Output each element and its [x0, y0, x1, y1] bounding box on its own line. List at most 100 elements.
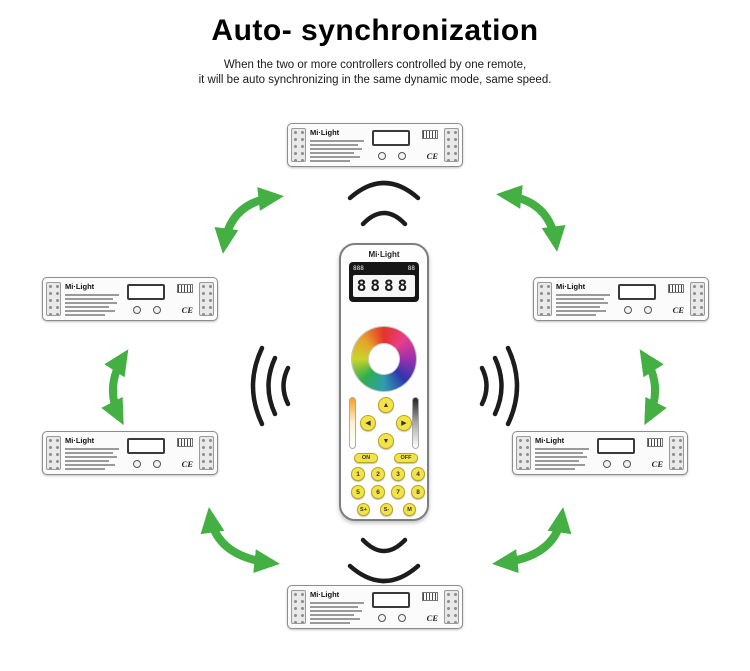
controller-brand-logo: Mi·Light: [310, 128, 340, 137]
arrow-left-icon: ◀: [365, 419, 371, 427]
controller-display-window: [372, 592, 410, 608]
arrow-right-icon: ▶: [401, 419, 407, 427]
controller-certification-marks: [177, 438, 193, 447]
signal-waves-left: [250, 345, 291, 427]
remote-brand-logo: Mi·Light: [368, 250, 400, 259]
arrow-right-button: ▶: [396, 415, 412, 431]
controller-spec-text: [310, 602, 366, 626]
controller-right-lower: Mi·Light CE: [512, 431, 688, 475]
ce-mark: CE: [426, 151, 438, 161]
led-controller-body: Mi·Light CE: [287, 123, 463, 167]
mode-button: M: [403, 503, 416, 516]
zone-button-6: 6: [371, 485, 385, 499]
lcd-digits: 8888: [353, 275, 415, 297]
controller-brand-logo: Mi·Light: [310, 590, 340, 599]
controller-certification-marks: [177, 284, 193, 293]
lcd-status-row: 888 88: [353, 265, 415, 273]
zone-button-8: 8: [411, 485, 425, 499]
terminal-block-left: [537, 282, 552, 316]
controller-brand-logo: Mi·Light: [535, 436, 565, 445]
led-controller-body: Mi·Light CE: [287, 585, 463, 629]
zone-button-2: 2: [371, 467, 385, 481]
controller-right-upper: Mi·Light CE: [533, 277, 709, 321]
zone-button-1: 1: [351, 467, 365, 481]
speed-minus-button: S-: [380, 503, 393, 516]
zone-button-5: 5: [351, 485, 365, 499]
controller-display-window: [372, 130, 410, 146]
controller-certification-marks: [668, 284, 684, 293]
controller-spec-text: [65, 294, 121, 318]
zone-button-4: 4: [411, 467, 425, 481]
lcd-status-left: 888: [353, 265, 364, 272]
ce-mark: CE: [181, 305, 193, 315]
controller-brand-logo: Mi·Light: [65, 436, 95, 445]
signal-waves-bottom: [347, 537, 421, 584]
sync-arrow-right-middle: [639, 349, 667, 426]
terminal-block-right: [444, 590, 459, 624]
terminal-block-right: [199, 436, 214, 470]
remote-lcd-screen: 888 88 8888: [349, 262, 419, 302]
controller-brand-logo: Mi·Light: [65, 282, 95, 291]
terminal-block-right: [199, 282, 214, 316]
subtitle-line-1: When the two or more controllers control…: [223, 59, 527, 71]
on-button: ON: [354, 453, 378, 463]
arrow-up-icon: ▲: [382, 401, 390, 409]
off-button: OFF: [394, 453, 418, 463]
led-controller-body: Mi·Light CE: [42, 431, 218, 475]
terminal-block-left: [46, 282, 61, 316]
arrow-up-button: ▲: [378, 397, 394, 413]
controller-spec-text: [65, 448, 121, 472]
controller-certification-marks: [422, 592, 438, 601]
controller-certification-marks: [422, 130, 438, 139]
controller-left-upper: Mi·Light CE: [42, 277, 218, 321]
controller-display-window: [127, 438, 165, 454]
terminal-block-right: [690, 282, 705, 316]
controller-spec-text: [535, 448, 591, 472]
terminal-block-left: [291, 590, 306, 624]
signal-waves-right: [479, 345, 520, 427]
controller-buttons: [378, 614, 406, 622]
sync-arrow-left-middle: [101, 349, 129, 426]
page-subtitle: When the two or more controllers control…: [0, 58, 750, 88]
controller-spec-text: [556, 294, 612, 318]
controller-brand-logo: Mi·Light: [556, 282, 586, 291]
remote-control: Mi·Light 888 88 8888 ▲ ◀ ▶ ▼ ON OFF 1 2 …: [339, 243, 429, 521]
ce-mark: CE: [672, 305, 684, 315]
brightness-gradient-bar: [412, 397, 419, 449]
sync-arrow-lower-right: [492, 507, 572, 574]
controller-display-window: [597, 438, 635, 454]
led-controller-body: Mi·Light CE: [42, 277, 218, 321]
speed-plus-button: S+: [357, 503, 370, 516]
terminal-block-left: [291, 128, 306, 162]
controller-display-window: [127, 284, 165, 300]
page-title: Auto- synchronization: [211, 14, 539, 47]
arrow-down-button: ▼: [378, 433, 394, 449]
signal-waves-top: [347, 180, 421, 227]
zone-button-7: 7: [391, 485, 405, 499]
controller-buttons: [133, 306, 161, 314]
lcd-status-right: 88: [407, 265, 415, 272]
controller-buttons: [378, 152, 406, 160]
ce-mark: CE: [651, 459, 663, 469]
sync-arrow-upper-right: [496, 184, 566, 252]
terminal-block-right: [669, 436, 684, 470]
color-wheel: [352, 327, 416, 391]
sync-arrow-lower-left: [200, 507, 280, 574]
controller-top: Mi·Light CE: [287, 123, 463, 167]
terminal-block-left: [516, 436, 531, 470]
controller-buttons: [624, 306, 652, 314]
controller-buttons: [133, 460, 161, 468]
led-controller-body: Mi·Light CE: [512, 431, 688, 475]
sync-arrow-upper-left: [214, 186, 284, 254]
terminal-block-right: [444, 128, 459, 162]
controller-bottom: Mi·Light CE: [287, 585, 463, 629]
ce-mark: CE: [426, 613, 438, 623]
ce-mark: CE: [181, 459, 193, 469]
controller-certification-marks: [647, 438, 663, 447]
controller-spec-text: [310, 140, 366, 164]
arrow-down-icon: ▼: [382, 437, 390, 445]
zone-button-3: 3: [391, 467, 405, 481]
controller-buttons: [603, 460, 631, 468]
cct-gradient-bar: [349, 397, 356, 449]
terminal-block-left: [46, 436, 61, 470]
